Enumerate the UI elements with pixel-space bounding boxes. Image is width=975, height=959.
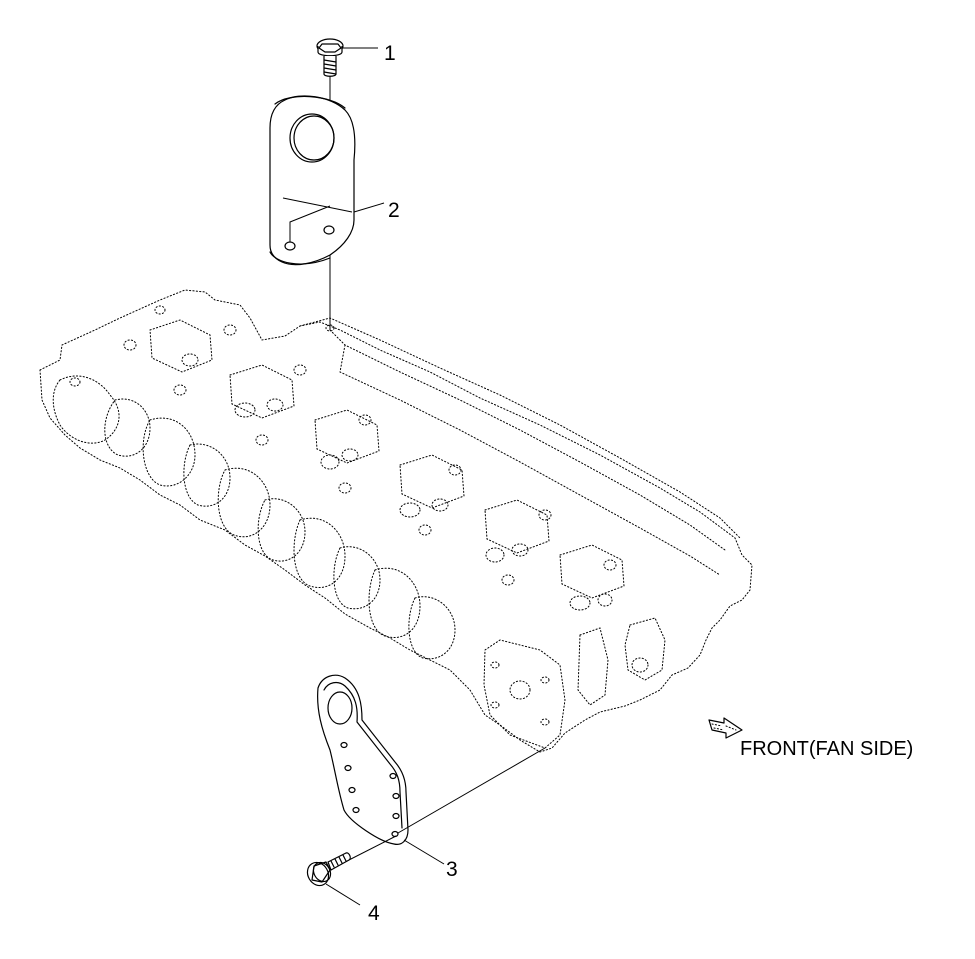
front-arrow-icon	[708, 717, 743, 739]
cylinder-head	[39, 289, 753, 753]
lifting-plate-3	[317, 674, 409, 845]
callout-3: 3	[446, 858, 458, 881]
lifting-plate-2	[269, 95, 356, 266]
bolt-4-icon	[306, 852, 351, 887]
callout-2: 2	[388, 199, 400, 222]
callout-4: 4	[368, 902, 380, 925]
bolt-1-icon	[316, 38, 344, 77]
front-direction-label: FRONT(FAN SIDE)	[740, 738, 913, 760]
callout-1: 1	[384, 42, 396, 65]
